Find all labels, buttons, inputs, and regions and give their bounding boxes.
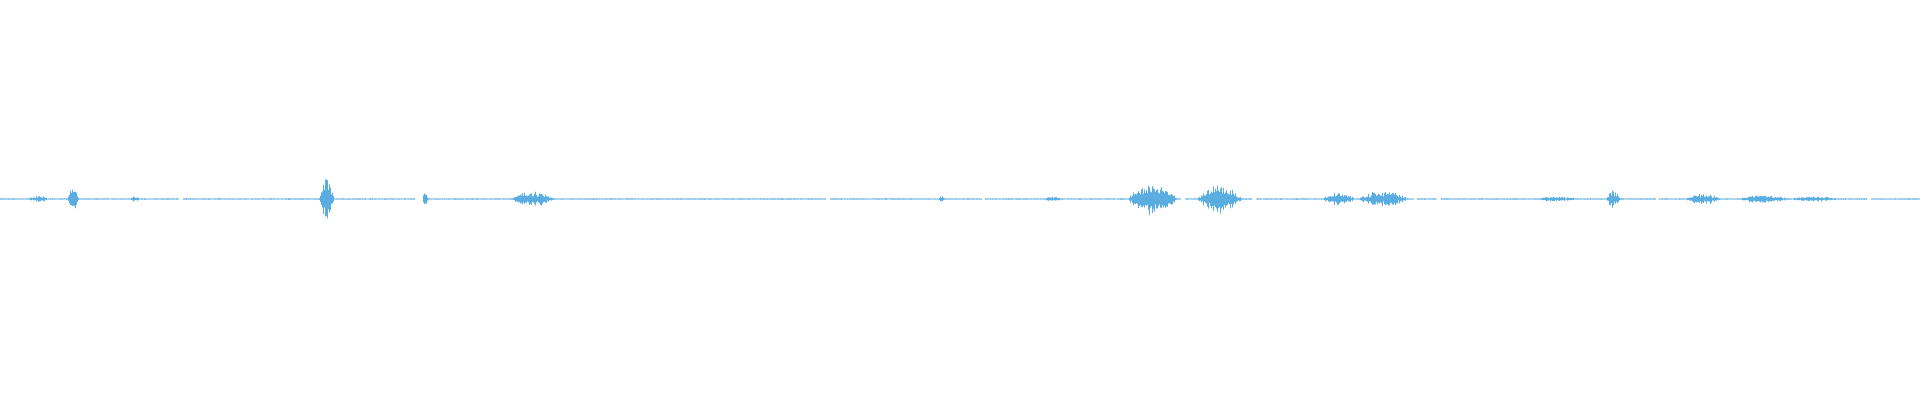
waveform-trace (0, 179, 1920, 219)
